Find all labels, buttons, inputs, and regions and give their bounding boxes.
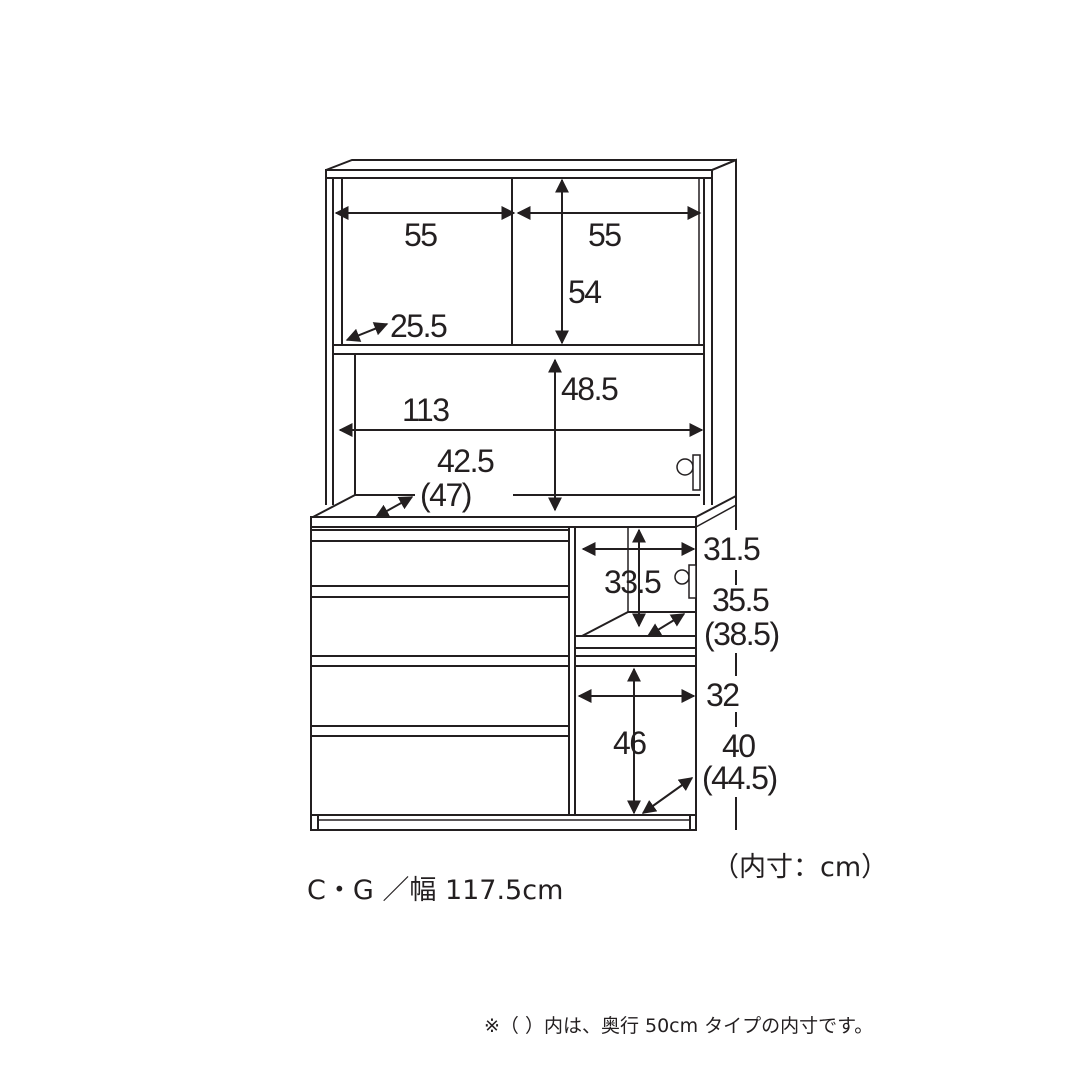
dim-upper-compartment-width: 31.5 — [703, 531, 760, 567]
dim-top-depth: 25.5 — [390, 308, 447, 344]
dim-counter-depth: 42.5 — [437, 443, 494, 479]
dim-counter-depth-alt: (47) — [420, 477, 471, 513]
dim-lower-compartment-height: 46 — [613, 725, 646, 761]
upper-hutch — [312, 158, 737, 830]
dim-upper-compartment-depth: 35.5 — [712, 582, 769, 618]
dimension-arrows — [334, 178, 737, 820]
dim-open-width: 113 — [402, 392, 449, 428]
right-compartments — [575, 527, 697, 667]
dim-lower-compartment-width: 32 — [706, 677, 739, 713]
dim-top-left-width: 55 — [404, 217, 437, 253]
model-width-caption: C・G ／幅 117.5cm — [307, 875, 564, 906]
unit-caption: （内寸：cm） — [712, 852, 889, 883]
dimension-labels: 55 55 54 25.5 113 48.5 42.5 (47) 31.5 33… — [390, 217, 781, 797]
dim-open-height: 48.5 — [561, 371, 618, 407]
dim-upper-compartment-depth-alt: (38.5) — [704, 616, 779, 652]
handle-icon — [676, 454, 701, 491]
dim-top-right-width: 55 — [588, 217, 621, 253]
drawer-stack — [311, 529, 569, 737]
dim-upper-compartment-height: 33.5 — [604, 564, 661, 600]
dim-top-height: 54 — [568, 274, 601, 310]
dim-lower-compartment-depth-alt: (44.5) — [702, 760, 777, 796]
footnote: ※（ ）内は、奥行 50cm タイプの内寸です。 — [484, 1015, 874, 1037]
handle-icon — [674, 564, 697, 599]
dim-lower-compartment-depth: 40 — [722, 728, 755, 764]
lower-base — [310, 516, 697, 831]
